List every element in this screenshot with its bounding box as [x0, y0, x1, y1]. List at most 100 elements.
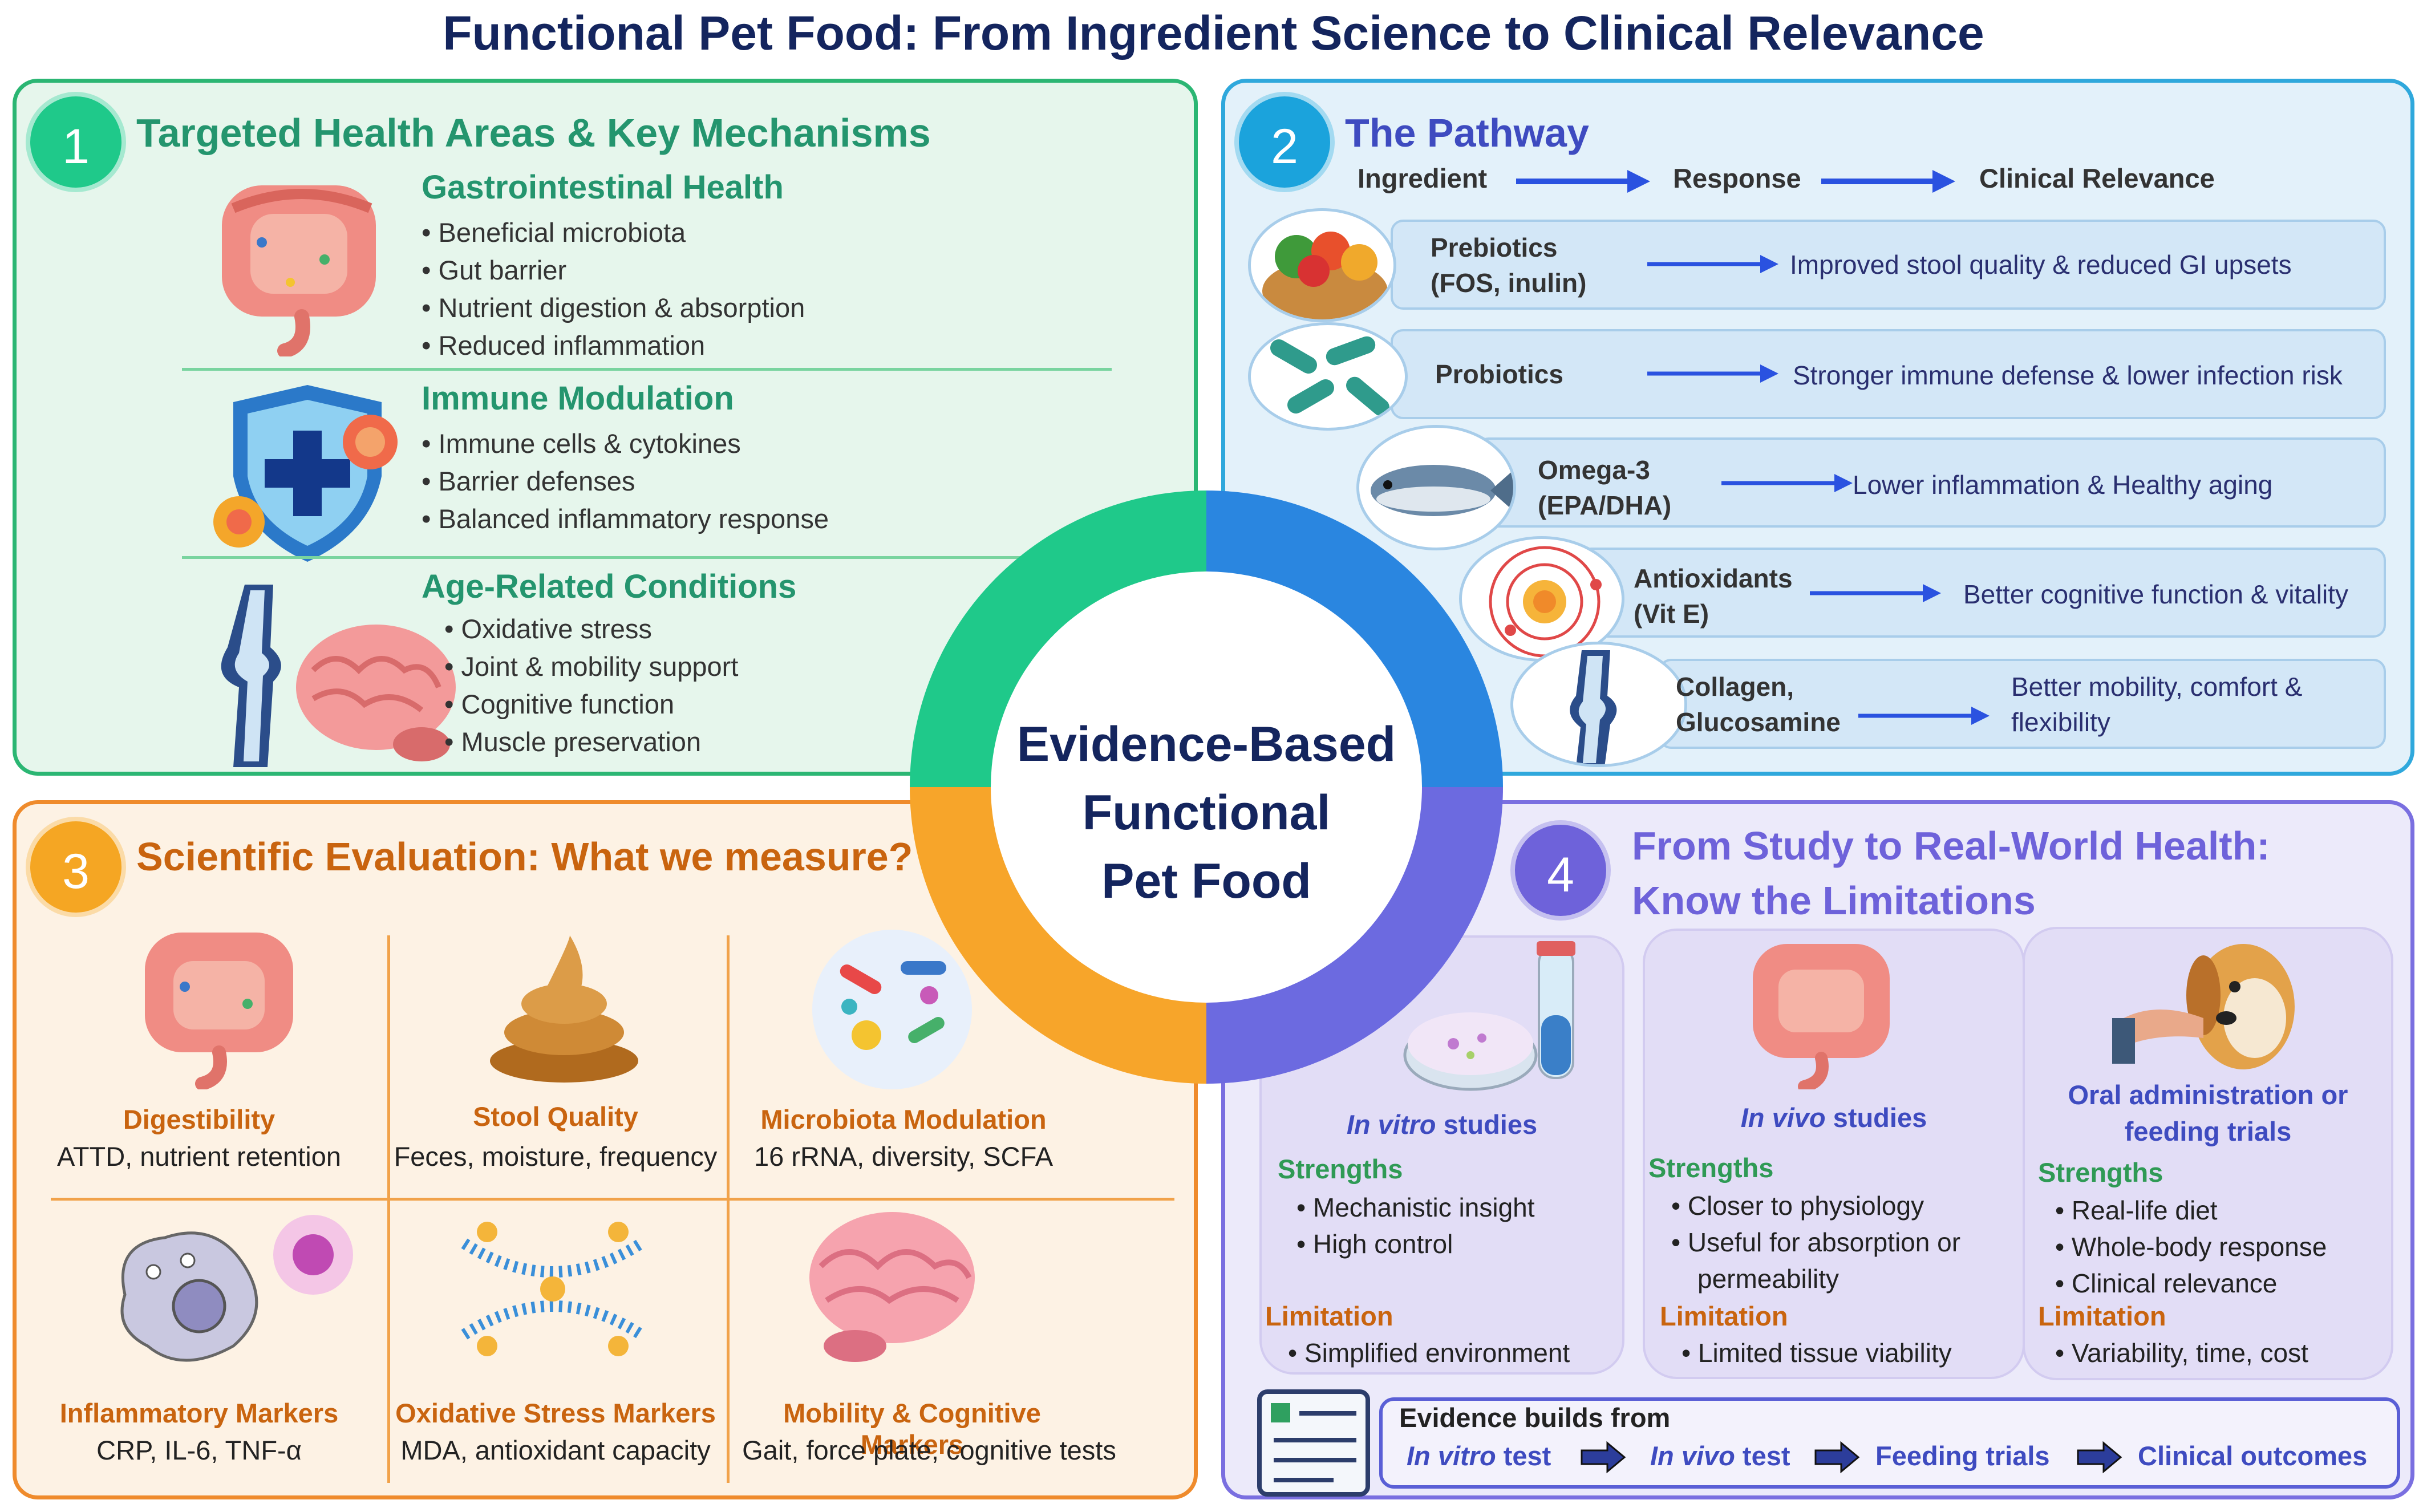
brain-icon [809, 1212, 975, 1362]
eval-desc: CRP, IL-6, TNF-α [96, 1435, 302, 1465]
arrow-icon [1810, 584, 1941, 602]
bacteria-icon [1248, 322, 1408, 431]
immune-shield-icon [213, 385, 398, 562]
evidence-step: Clinical outcomes [2138, 1441, 2368, 1471]
list-item: Real-life diet [2055, 1192, 2327, 1229]
list-item: Muscle preservation [444, 723, 738, 761]
arrow-icon [1858, 707, 1990, 725]
knee-joint-icon [1510, 642, 1687, 767]
eval-name: Mobility & Cognitive Markers [783, 1398, 1041, 1460]
panel-title: From Study to Real-World Health:Know the… [1632, 824, 2270, 923]
divider [182, 368, 1112, 371]
list-item: Joint & mobility support [444, 648, 739, 686]
joint-brain-icon [221, 585, 456, 767]
list-item: Balanced inflammatory response [422, 500, 829, 538]
column-title: In vitro studies [1346, 1109, 1538, 1140]
panel-title: Targeted Health Areas & Key Mechanisms [136, 111, 931, 155]
arrow-icon [1647, 364, 1778, 383]
strengths-list: Closer to physiology Useful for absorpti… [1671, 1187, 1960, 1297]
dog-feeding-icon [2112, 944, 2295, 1069]
list-item: Limited tissue viability [1682, 1335, 1952, 1371]
list-item: Cognitive function [444, 686, 738, 723]
divider [182, 556, 1038, 559]
arrow-icon [2077, 1441, 2122, 1474]
evidence-step: In vitro test [1407, 1441, 1551, 1471]
list-item: Barrier defenses [422, 463, 829, 500]
intestine-icon [1753, 944, 1890, 1089]
list-item: High control [1296, 1226, 1535, 1262]
panel-health-areas: 1 Targeted Health Areas & Key Mechanisms… [13, 79, 1198, 776]
intestine-icon [145, 933, 293, 1089]
column-title: In vivo studies [1740, 1102, 1927, 1133]
petri-dish-icon [1403, 941, 1575, 1091]
microbiota-icon [812, 930, 972, 1089]
oxidative-membrane-icon [461, 1222, 645, 1356]
eval-desc: Feces, moisture, frequency [394, 1141, 718, 1172]
list-item: Whole-body response [2055, 1229, 2327, 1265]
list-item: Oxidative stress [444, 610, 738, 648]
ingredient-label: Prebiotics(FOS, inulin) [1431, 233, 1587, 298]
arrow-icon [1721, 474, 1853, 492]
strengths-list: Real-life diet Whole-body response Clini… [2055, 1192, 2327, 1302]
ingredient-label: Probiotics [1435, 359, 1563, 389]
vegetable-basket-icon [1248, 208, 1396, 322]
intestine-icon [222, 185, 376, 356]
eval-name: Microbiota Modulation [760, 1104, 1047, 1134]
eval-desc: MDA, antioxidant capacity [400, 1435, 711, 1465]
arrow-icon [1516, 170, 1650, 193]
ingredient-label: Omega-3(EPA/DHA) [1538, 455, 1672, 520]
panel-title: The Pathway [1345, 111, 1589, 155]
strengths-label: Strengths [1278, 1154, 1403, 1184]
list-item: Immune cells & cytokines [422, 425, 829, 463]
panel-title: Scientific Evaluation: What we measure? [136, 834, 913, 879]
grid-divider [387, 935, 390, 1483]
eval-desc: Gait, force plate, cognitive tests [742, 1435, 1116, 1465]
list-item-continued: permeability [1697, 1264, 1839, 1294]
antioxidant-atom-icon [1459, 536, 1624, 662]
arrow-icon [1581, 1441, 1626, 1474]
ingredient-label: Collagen,Glucosamine [1676, 672, 1841, 737]
clinical-text: Stronger immune defense & lower infectio… [1793, 360, 2343, 390]
grid-divider [727, 935, 730, 1483]
immune-bullet-list: Immune cells & cytokines Barrier defense… [422, 425, 829, 538]
pathway-row [1579, 548, 2386, 638]
header-response: Response [1673, 163, 1801, 193]
section-title-gi: Gastrointestinal Health [422, 169, 784, 206]
section-title-age: Age-Related Conditions [422, 568, 797, 605]
header-ingredient: Ingredient [1358, 163, 1488, 193]
eval-name: Oxidative Stress Markers [395, 1398, 716, 1428]
panel-number-badge: 1 [26, 92, 126, 192]
eval-name: Digestibility [123, 1104, 275, 1134]
header-clinical: Clinical Relevance [1979, 163, 2215, 193]
pathway-row [1659, 659, 2386, 749]
section-title-immune: Immune Modulation [422, 380, 734, 417]
eval-name: Stool Quality [473, 1101, 638, 1132]
grid-divider [51, 1198, 1174, 1201]
clinical-text: Improved stool quality & reduced GI upse… [1790, 250, 2292, 279]
list-item: Closer to physiology [1671, 1187, 1960, 1224]
limitations-list: Variability, time, cost [2055, 1335, 2308, 1371]
eval-desc: 16 rRNA, diversity, SCFA [753, 1141, 1054, 1172]
center-ring [910, 491, 1503, 1084]
panel-number-badge: 4 [1510, 820, 1611, 921]
pathway-row [1476, 437, 2386, 528]
list-item: Reduced inflammation [422, 327, 805, 364]
limitations-list: Limited tissue viability [1682, 1335, 1952, 1371]
strengths-label: Strengths [1648, 1153, 1774, 1183]
evidence-label: Evidence builds from [1399, 1402, 1671, 1433]
eval-name: Inflammatory Markers [59, 1398, 339, 1428]
strengths-label: Strengths [2038, 1157, 2163, 1187]
list-item: Beneficial microbiota [422, 214, 805, 252]
list-item: Nutrient digestion & absorption [422, 289, 805, 327]
panel-number-badge: 3 [26, 817, 126, 917]
evidence-step: In vivo test [1650, 1441, 1790, 1471]
clinical-text: Better mobility, comfort &flexibility [2011, 672, 2303, 737]
list-item: Variability, time, cost [2055, 1335, 2308, 1371]
limitations-list: Simplified environment [1288, 1335, 1570, 1371]
arrow-icon [1647, 255, 1778, 273]
arrow-icon [1814, 1441, 1860, 1474]
evidence-chain-box [1379, 1397, 2400, 1489]
list-item: Simplified environment [1288, 1335, 1570, 1371]
clinical-text: Better cognitive function & vitality [1963, 579, 2348, 609]
